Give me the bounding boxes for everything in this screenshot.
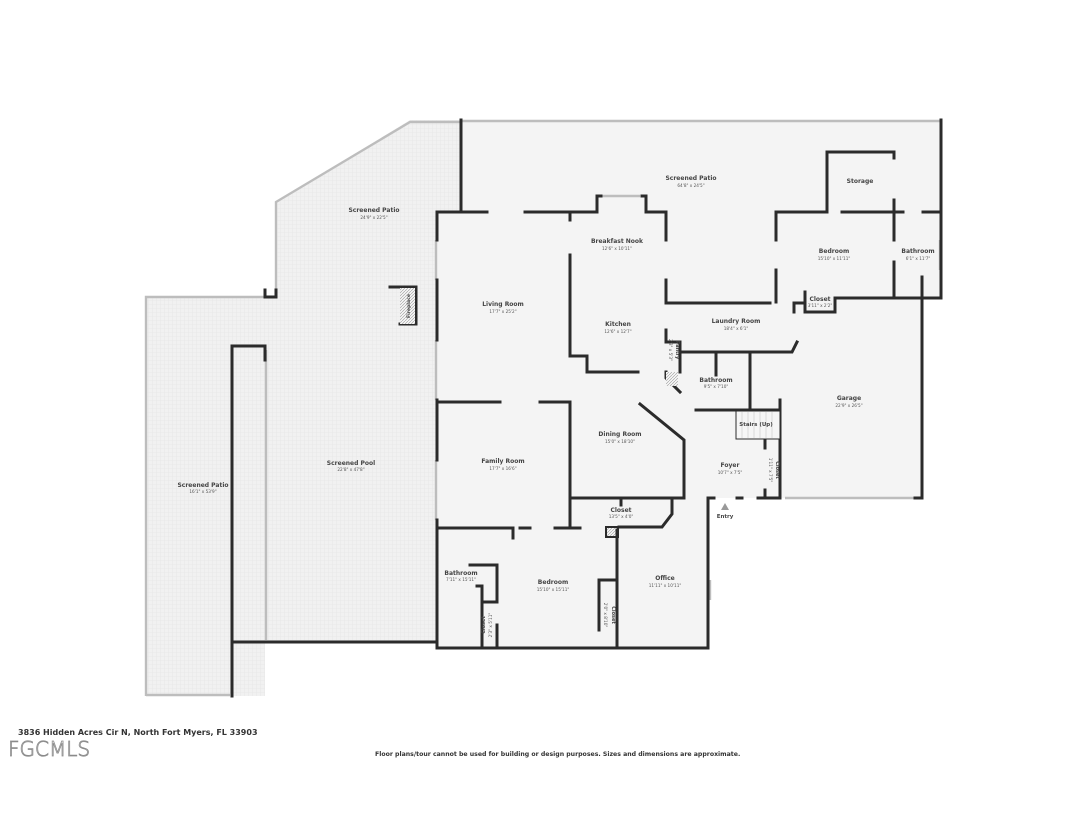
svg-text:Bathroom: Bathroom (901, 248, 934, 255)
svg-text:24'9" x 22'5": 24'9" x 22'5" (360, 215, 387, 220)
svg-text:17'7" x 16'6": 17'7" x 16'6" (489, 466, 516, 471)
svg-text:Pantry: Pantry (674, 341, 680, 360)
svg-text:Closet: Closet (774, 461, 780, 479)
svg-text:22'9" x 26'5": 22'9" x 26'5" (835, 403, 862, 408)
svg-text:2'3" x 5'11": 2'3" x 5'11" (488, 613, 493, 638)
svg-text:64'8" x 24'5": 64'8" x 24'5" (677, 183, 704, 188)
svg-text:Living Room: Living Room (482, 301, 524, 308)
svg-text:Family Room: Family Room (481, 458, 524, 465)
svg-text:15'10" x 15'11": 15'10" x 15'11" (537, 587, 570, 592)
svg-text:12'6" x 12'7": 12'6" x 12'7" (604, 329, 631, 334)
mls-logo: FGCMLS (8, 737, 91, 762)
svg-text:Closet: Closet (809, 296, 830, 303)
svg-text:10'7" x 7'5": 10'7" x 7'5" (718, 470, 743, 475)
svg-text:22'8" x 47'8": 22'8" x 47'8" (337, 467, 364, 472)
disclaimer-text: Floor plans/tour cannot be used for buil… (375, 751, 741, 758)
svg-text:Bedroom: Bedroom (819, 248, 849, 255)
entry-marker: Entry (717, 503, 734, 520)
svg-text:6'1" x 11'7": 6'1" x 11'7" (906, 256, 931, 261)
svg-text:Screened Patio: Screened Patio (348, 207, 399, 214)
interior-fills (437, 120, 941, 648)
svg-text:2'3" x 5'3": 2'3" x 5'3" (668, 339, 673, 361)
walls (230, 118, 943, 698)
svg-text:Stairs (Up): Stairs (Up) (739, 422, 773, 428)
property-address: 3836 Hidden Acres Cir N, North Fort Myer… (18, 728, 258, 737)
svg-text:12'6" x 10'11": 12'6" x 10'11" (602, 246, 632, 251)
svg-text:1'11" x 7'5": 1'11" x 7'5" (768, 458, 773, 483)
svg-text:15'0" x 18'10": 15'0" x 18'10" (605, 439, 635, 444)
svg-text:Office: Office (655, 575, 674, 582)
svg-text:9'5" x 7'10": 9'5" x 7'10" (704, 384, 729, 389)
svg-text:Entry: Entry (717, 514, 734, 520)
svg-text:Storage: Storage (847, 178, 874, 185)
room-labels: Screened Patio 24'9" x 22'5" Screened Pa… (177, 175, 934, 637)
svg-text:Garage: Garage (837, 395, 861, 402)
svg-text:Dining Room: Dining Room (598, 431, 641, 438)
svg-text:13'5" x 4'0": 13'5" x 4'0" (609, 514, 634, 519)
svg-text:Screened Pool: Screened Pool (327, 460, 375, 467)
patio-fills (145, 120, 461, 696)
svg-text:Closet: Closet (610, 507, 631, 514)
svg-text:2'0" x 8'10": 2'0" x 8'10" (603, 603, 608, 628)
svg-text:Foyer: Foyer (721, 462, 740, 469)
svg-text:Screened Patio: Screened Patio (177, 482, 228, 489)
svg-text:17'7" x 25'2": 17'7" x 25'2" (489, 309, 516, 314)
svg-text:11'11" x 10'11": 11'11" x 10'11" (649, 583, 682, 588)
svg-text:Bathroom: Bathroom (699, 377, 732, 384)
svg-text:Closet: Closet (610, 606, 616, 624)
svg-text:18'4" x 6'1": 18'4" x 6'1" (724, 326, 749, 331)
entry-arrow-icon (721, 503, 729, 510)
svg-text:Bathroom: Bathroom (444, 570, 477, 577)
svg-text:Bedroom: Bedroom (538, 579, 568, 586)
svg-text:Closet: Closet (481, 616, 487, 634)
svg-text:Screened Patio: Screened Patio (665, 175, 716, 182)
svg-text:Breakfast Nook: Breakfast Nook (591, 238, 644, 245)
svg-text:16'1" x 53'9": 16'1" x 53'9" (189, 489, 216, 494)
svg-text:15'10" x 11'11": 15'10" x 11'11" (818, 256, 851, 261)
svg-text:Kitchen: Kitchen (605, 321, 631, 328)
svg-text:Laundry Room: Laundry Room (712, 318, 761, 325)
svg-text:3'11" x 2'2": 3'11" x 2'2" (808, 303, 833, 308)
svg-text:Fireplace: Fireplace (406, 294, 412, 318)
svg-text:7'11" x 15'11": 7'11" x 15'11" (446, 577, 476, 582)
